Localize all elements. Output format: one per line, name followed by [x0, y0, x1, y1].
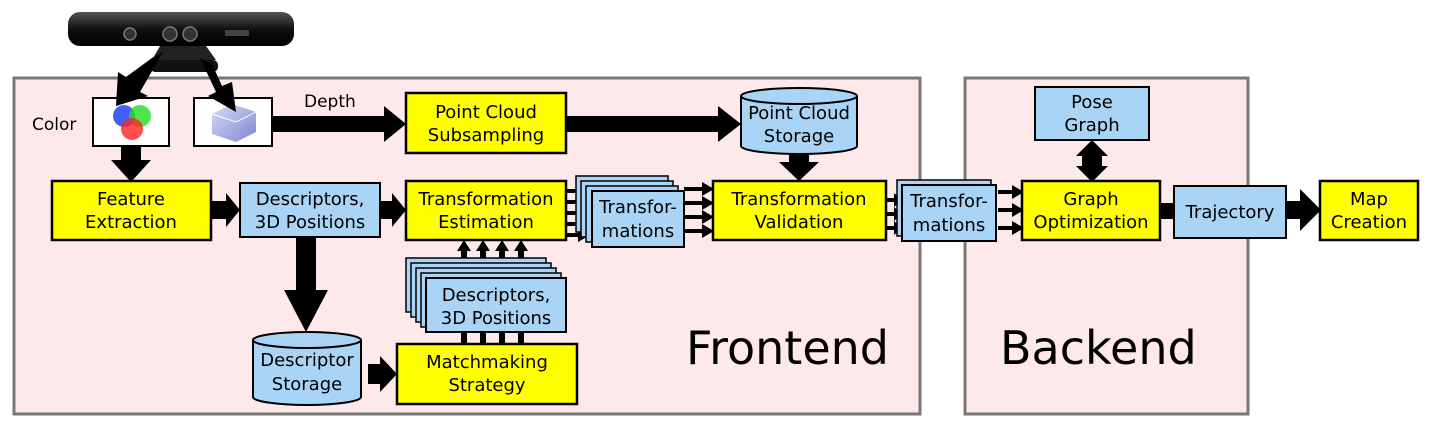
arrow-color-feature [111, 147, 151, 182]
svg-text:Feature: Feature [97, 189, 165, 210]
feature-extraction-box: Feature Extraction [50, 179, 213, 242]
arrow-storage-validation [779, 153, 819, 181]
arrow-trajectory-map [1286, 189, 1321, 231]
svg-text:Subsampling: Subsampling [428, 125, 544, 146]
arrow-kinect-color [116, 52, 163, 106]
svg-text:Descriptors,: Descriptors, [256, 189, 365, 210]
svg-text:mations: mations [602, 221, 674, 242]
arrow-descriptors-storage [284, 237, 328, 332]
map-creation-box: Map Creation [1318, 179, 1420, 242]
svg-text:Storage: Storage [272, 374, 342, 395]
arrow-kinect-depth [200, 58, 236, 112]
trajectory-box: Trajectory [1173, 185, 1287, 239]
svg-text:Transformation: Transformation [730, 189, 866, 210]
matchmaking-strategy-box: Matchmaking Strategy [395, 342, 579, 406]
svg-text:Creation: Creation [1331, 212, 1407, 233]
arrow-pose-graph-bidirectional [1076, 140, 1108, 182]
descriptor-storage-cylinder: Descriptor Storage [252, 331, 362, 406]
svg-text:Graph: Graph [1063, 189, 1118, 210]
svg-text:Storage: Storage [764, 126, 834, 147]
pose-graph-box: Pose Graph [1034, 86, 1150, 141]
arrow-depth-subsampling [272, 106, 406, 142]
point-cloud-storage-cylinder: Point Cloud Storage [740, 87, 858, 155]
svg-text:Trajectory: Trajectory [1185, 202, 1275, 223]
svg-text:Transfor-: Transfor- [598, 197, 677, 218]
graph-optimization-box: Graph Optimization [1020, 179, 1162, 242]
descriptors-stack: Descriptors, 3D Positions [405, 257, 567, 333]
svg-text:Strategy: Strategy [448, 375, 525, 396]
svg-text:Point Cloud: Point Cloud [435, 102, 537, 123]
svg-text:Estimation: Estimation [438, 212, 534, 233]
frontend-label: Frontend [686, 321, 889, 375]
transformations-stack-2: Transfor- mations [896, 179, 997, 242]
svg-text:Pose: Pose [1071, 92, 1113, 113]
svg-text:mations: mations [913, 215, 985, 236]
svg-text:3D Positions: 3D Positions [441, 308, 552, 329]
kinect-sensor-icon [68, 12, 294, 72]
color-image-icon [92, 97, 170, 147]
svg-text:Transfor-: Transfor- [909, 191, 988, 212]
descriptors-3d-positions-box: Descriptors, 3D Positions [239, 182, 381, 238]
svg-text:Extraction: Extraction [85, 212, 177, 233]
transformations-stack-1: Transfor- mations [575, 175, 685, 248]
svg-text:Transformation: Transformation [417, 189, 553, 210]
arrow-storage-matchmaking [368, 356, 397, 392]
svg-text:Graph: Graph [1064, 115, 1119, 136]
svg-text:Optimization: Optimization [1033, 212, 1148, 233]
svg-text:Validation: Validation [755, 212, 844, 233]
svg-text:Descriptor: Descriptor [260, 350, 354, 371]
color-label: Color [32, 115, 76, 135]
arrow-descriptors-estimation [380, 193, 406, 227]
svg-text:Matchmaking: Matchmaking [426, 352, 548, 373]
arrow-feature-descriptors [211, 193, 240, 227]
svg-text:Map: Map [1350, 189, 1388, 210]
depth-label: Depth [304, 92, 356, 112]
transformation-estimation-box: Transformation Estimation [404, 179, 568, 242]
arrow-optimization-trajectory [1160, 203, 1174, 219]
backend-label: Backend [1000, 321, 1197, 375]
point-cloud-subsampling-box: Point Cloud Subsampling [404, 91, 568, 155]
svg-text:Descriptors,: Descriptors, [442, 285, 551, 306]
svg-text:3D Positions: 3D Positions [255, 212, 366, 233]
transformation-validation-box: Transformation Validation [711, 179, 888, 242]
svg-text:Point Cloud: Point Cloud [748, 103, 850, 124]
arrow-subsampling-storage [566, 106, 741, 142]
